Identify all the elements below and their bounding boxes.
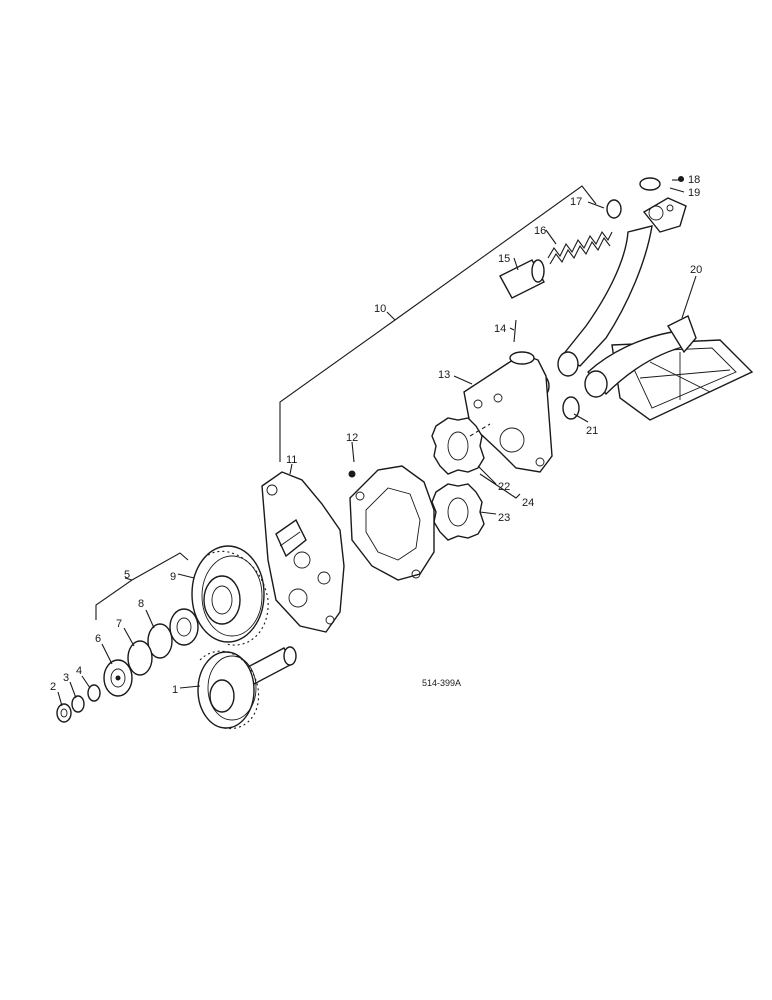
pump-cover-part-13 — [463, 351, 553, 473]
callout-23: 23 — [498, 512, 510, 524]
callout-7: 7 — [116, 618, 122, 630]
plunger-part-15 — [499, 259, 545, 299]
mounting-plate-part-11 — [261, 471, 345, 633]
snap-ring-part-8 — [147, 623, 173, 659]
callout-21: 21 — [586, 425, 598, 437]
suction-tube-part-20 — [584, 315, 754, 421]
callout-3: 3 — [63, 672, 69, 684]
callout-22: 22 — [498, 481, 510, 493]
callout-17: 17 — [570, 196, 582, 208]
callout-1: 1 — [172, 684, 178, 696]
bearing-part-8 — [169, 608, 199, 646]
callout-19: 19 — [688, 187, 700, 199]
snap-ring-part-7 — [127, 640, 153, 676]
callout-5: 5 — [124, 569, 130, 581]
callout-14: 14 — [494, 323, 506, 335]
bearing-part-6 — [103, 659, 133, 697]
callout-24: 24 — [522, 497, 534, 509]
drive-gear-part-1 — [197, 646, 297, 730]
idler-gear-part-9 — [191, 545, 269, 646]
callout-16: 16 — [534, 225, 546, 237]
outlet-tube-part-19 — [557, 176, 687, 377]
drawing-code: 514-399A — [422, 678, 461, 688]
callout-9: 9 — [170, 571, 176, 583]
assembly-10-bracket — [279, 185, 597, 462]
pump-body-part-12 — [348, 465, 435, 581]
callout-4: 4 — [76, 665, 82, 677]
callout-13: 13 — [438, 369, 450, 381]
washer-part-4 — [87, 684, 101, 702]
spring-part-16 — [547, 230, 613, 265]
callout-12: 12 — [346, 432, 358, 444]
callout-20: 20 — [690, 264, 702, 276]
nut-part-2 — [56, 703, 72, 723]
pump-gear-part-22 — [431, 417, 485, 475]
callout-15: 15 — [498, 253, 510, 265]
callout-labels: 1 2 3 4 5 6 7 8 9 10 11 12 13 14 15 16 1… — [50, 174, 702, 696]
callout-18: 18 — [688, 174, 700, 186]
leader-lines — [57, 179, 697, 707]
pump-gear-part-23 — [427, 483, 485, 541]
callout-8: 8 — [138, 598, 144, 610]
callout-2: 2 — [50, 681, 56, 693]
callout-10: 10 — [374, 303, 386, 315]
callout-11: 11 — [286, 454, 297, 466]
callout-6: 6 — [95, 633, 101, 645]
assembly-5-bracket — [95, 552, 189, 620]
relief-valve-parts — [499, 199, 622, 343]
washer-part-3 — [71, 695, 85, 713]
